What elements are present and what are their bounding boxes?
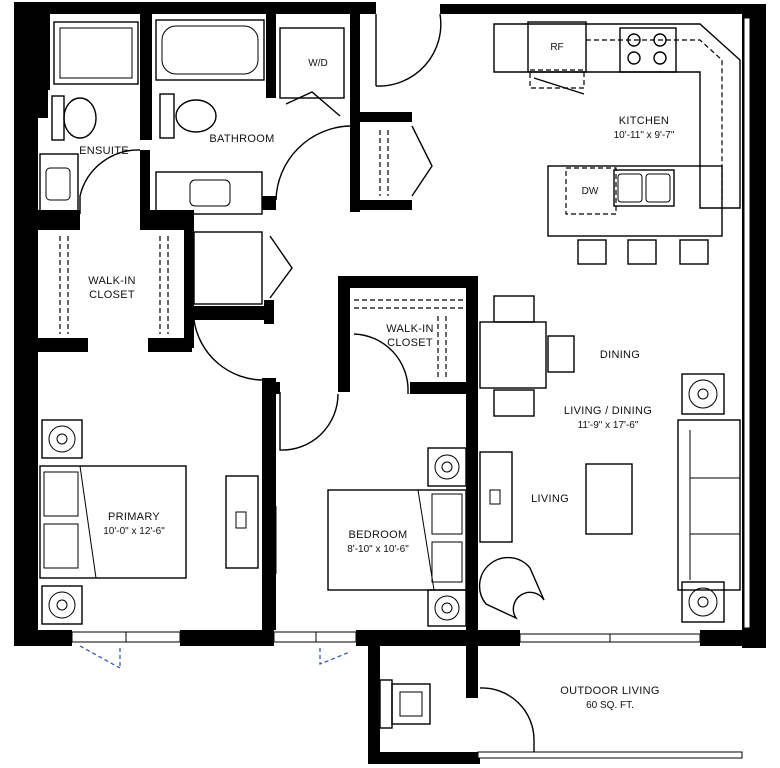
balcony-furniture — [379, 679, 431, 729]
washer-dryer-label: W/D — [308, 58, 327, 69]
dining-name: DINING — [600, 349, 640, 361]
living-dining-name: LIVING / DINING — [564, 405, 652, 417]
primary-name: PRIMARY — [108, 511, 160, 523]
dishwasher-label: DW — [582, 186, 599, 197]
windows — [71, 17, 751, 759]
walkin-closet-primary-line2: CLOSET — [89, 289, 135, 301]
kitchen-dims: 10'-11" x 9'-7" — [614, 130, 675, 141]
kitchen-fixtures — [493, 21, 741, 265]
walkin-closet-bedroom-line2: CLOSET — [387, 337, 433, 349]
refrigerator-label: RF — [550, 42, 563, 53]
bedroom-name: BEDROOM — [349, 529, 408, 541]
closet-rods — [59, 130, 464, 378]
bedroom-dims: 8'-10" x 10'-6" — [347, 544, 409, 555]
outdoor-living-name: OUTDOOR LIVING — [560, 685, 660, 697]
bathroom-name: BATHROOM — [209, 133, 274, 145]
living-dining-dims: 11'-9" x 17'-6" — [578, 420, 639, 431]
walkin-closet-bedroom-line1: WALK-IN — [386, 323, 434, 335]
living-furniture — [478, 295, 741, 623]
bath-fixtures — [39, 19, 345, 215]
outdoor-living-dims: 60 SQ. FT. — [586, 700, 634, 711]
primary-dims: 10'-0" x 12'-6" — [103, 526, 165, 537]
kitchen-name: KITCHEN — [619, 115, 669, 127]
ensuite-name: ENSUITE — [79, 145, 129, 157]
living-name: LIVING — [531, 493, 569, 505]
doors — [79, 13, 535, 752]
bedroom-furniture — [39, 419, 467, 627]
walkin-closet-primary-line1: WALK-IN — [88, 275, 136, 287]
interior-walls — [38, 14, 478, 640]
